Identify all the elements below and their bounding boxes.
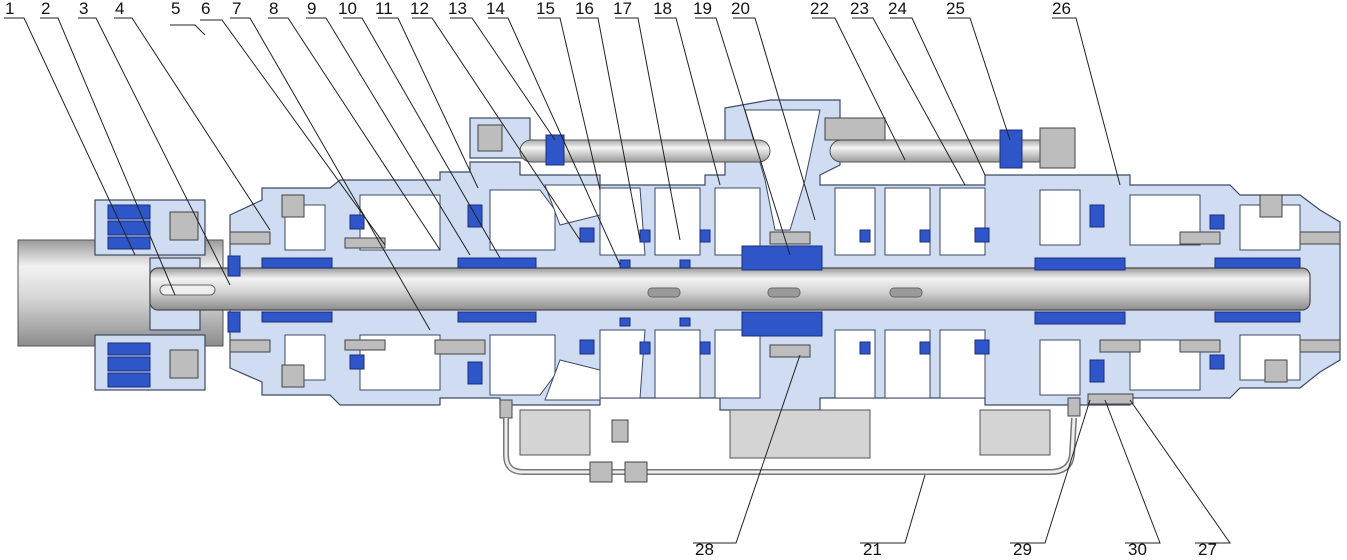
callout-12: 12	[410, 0, 429, 18]
callout-18: 18	[653, 0, 672, 18]
callout-9: 9	[307, 0, 316, 18]
callout-3: 3	[79, 0, 88, 18]
callout-2: 2	[41, 0, 50, 18]
callout-11: 11	[375, 0, 393, 18]
bolts	[229, 194, 1341, 405]
feet-supports	[519, 409, 1051, 459]
callout-13: 13	[448, 0, 467, 18]
callout-30: 30	[1128, 540, 1147, 559]
leader-lines	[4, 17, 1231, 544]
callout-20: 20	[731, 0, 750, 18]
callout-1: 1	[5, 0, 14, 18]
callout-6: 6	[201, 0, 210, 18]
callout-23: 23	[850, 0, 869, 18]
shaft	[149, 267, 1311, 311]
callout-27: 27	[1198, 540, 1217, 559]
callout-28: 28	[695, 540, 714, 559]
callout-15: 15	[536, 0, 555, 18]
tie-rods	[469, 117, 1076, 169]
callout-8: 8	[269, 0, 278, 18]
coupling-elastic-pins	[107, 204, 151, 388]
callout-29: 29	[1013, 540, 1032, 559]
callout-21: 21	[863, 540, 882, 559]
callout-19: 19	[693, 0, 712, 18]
callout-7: 7	[232, 0, 241, 18]
callout-10: 10	[338, 0, 357, 18]
callout-24: 24	[888, 0, 907, 18]
callout-labels: 1 2 3 4 5 6 7 8 9 10 11 12 13 14 15 16 1…	[5, 0, 1217, 559]
callout-26: 26	[1052, 0, 1071, 18]
callout-5: 5	[171, 0, 180, 18]
callout-4: 4	[115, 0, 124, 18]
stage-chambers	[599, 187, 986, 399]
callout-17: 17	[613, 0, 632, 18]
callout-25: 25	[946, 0, 965, 18]
callout-16: 16	[575, 0, 594, 18]
seal-rings	[227, 204, 1301, 385]
callout-14: 14	[486, 0, 505, 18]
callout-22: 22	[810, 0, 829, 18]
